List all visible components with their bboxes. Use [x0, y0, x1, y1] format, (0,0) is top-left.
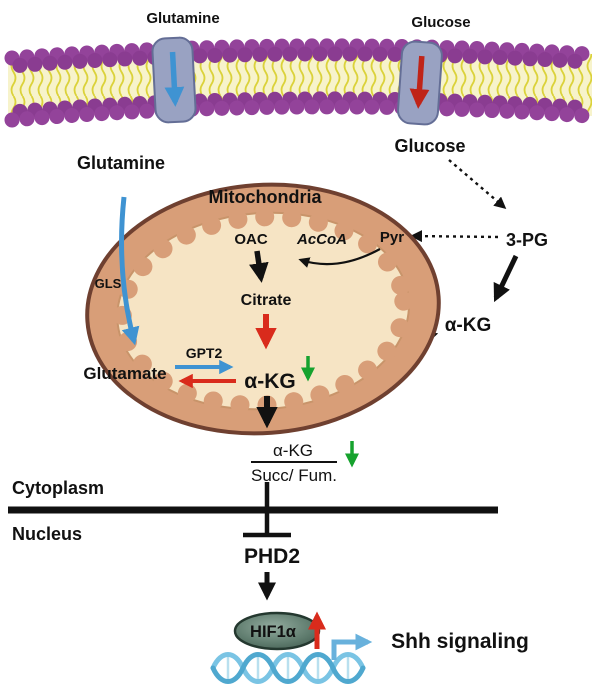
glucose-to-3pg-dashed-arrow [448, 159, 507, 209]
alpha-kg-mito-label: α-KG [244, 370, 295, 393]
phd2-label: PHD2 [244, 545, 300, 568]
membrane-heads-row-bottom-outer [4, 99, 596, 128]
akg-ratio: α-KG Succ/ Fum. [251, 441, 359, 485]
dna-strand-1 [210, 652, 366, 684]
glutamine-transporter [151, 36, 197, 124]
cytoplasm-label: Cytoplasm [12, 478, 104, 498]
hif1a-label: HIF1α [250, 623, 296, 641]
glutamine-cytosol-label: Glutamine [77, 153, 165, 173]
mitochondria: Mitochondria OAC AcCoA Pyr Citrate GLS G… [83, 182, 441, 436]
glucose-import-arrow [409, 55, 430, 109]
glucose-transporter [396, 40, 443, 126]
gls-label: GLS [95, 276, 122, 291]
alpha-kg-cytosol-label: α-KG [445, 315, 492, 336]
membrane-heads-row-top-outer [4, 38, 596, 66]
dna-strand-2 [210, 652, 366, 684]
mitochondria-title: Mitochondria [209, 187, 323, 207]
pyr-label: Pyr [380, 229, 404, 246]
pyr-accoa-curved-arrow [298, 248, 381, 268]
glutamine-import-arrow [164, 51, 185, 107]
membrane-glucose-label: Glucose [411, 14, 470, 31]
3pg-to-pyr-dotted-arrow [410, 230, 499, 243]
shh-signaling-label: Shh signaling [391, 630, 529, 653]
plasma-membrane: Glutamine Glucose [4, 10, 596, 128]
3pg-to-akg-arrow [493, 254, 519, 303]
membrane-heads-row-bottom-inner [4, 91, 596, 120]
dna-rungs [226, 656, 350, 680]
membrane-lipid-heads [4, 38, 596, 128]
glutamate-label: Glutamate [83, 364, 166, 383]
gls-glutamine-arrow [119, 196, 140, 346]
cytosol-glycolysis: Glucose 3-PG α-KG Glutamine [77, 136, 548, 372]
oac-label: OAC [234, 231, 268, 248]
three-pg-label: 3-PG [506, 230, 548, 250]
dna-helix [210, 652, 366, 684]
mitochondria-shape [85, 182, 441, 436]
compartment-divider: Cytoplasm Nucleus [8, 478, 498, 544]
oac-to-citrate-arrow [249, 250, 269, 283]
membrane-glutamine-label: Glutamine [146, 10, 219, 27]
citrate-label: Citrate [241, 292, 292, 309]
nucleus-content: PHD2 HIF1α Shh signaling [210, 482, 529, 684]
accoa-label: AcCoA [296, 231, 347, 248]
ratio-numerator: α-KG [273, 441, 313, 460]
nucleus-label: Nucleus [12, 524, 82, 544]
membrane-heads-row-top-inner [4, 46, 596, 74]
glucose-cytosol-label: Glucose [394, 136, 465, 156]
gpt2-label: GPT2 [186, 345, 223, 361]
ratio-denominator: Succ/ Fum. [251, 466, 337, 485]
hif1a-to-shh-arrow [331, 633, 373, 660]
